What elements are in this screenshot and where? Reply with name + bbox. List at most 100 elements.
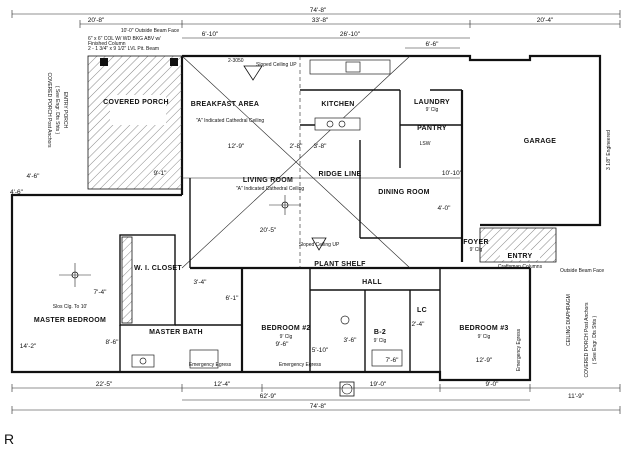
bedroom2-clg: 9' Clg bbox=[280, 334, 293, 340]
dim-3-8: 3'-8" bbox=[314, 143, 328, 150]
dim-20-5: 20'-5" bbox=[260, 227, 277, 234]
craftsman-columns: Craftsman Columns bbox=[498, 264, 543, 270]
laundry-label: LAUNDRY bbox=[414, 99, 450, 106]
bath2-clg: 9' Clg bbox=[374, 338, 387, 344]
dim-14-2: 14'-2" bbox=[20, 343, 37, 350]
covered-porch-label: COVERED PORCH bbox=[103, 99, 169, 106]
lsw-label: LSW bbox=[420, 141, 431, 147]
column-note-1: 6" x 6" COL W/ WD BKG ABV w/ bbox=[88, 36, 161, 42]
bedroom-wing: BEDROOM #2 9' Clg HALL LC B-2 9' Clg BED… bbox=[189, 268, 522, 372]
garage-label: GARAGE bbox=[524, 138, 557, 145]
dim-right-top: 20'-4" bbox=[537, 17, 554, 24]
kitchen-fixtures bbox=[309, 59, 391, 131]
right-side-notes: COVERED PORCH Post Anchors ( See Engr. D… bbox=[560, 268, 604, 378]
kitchen-label: KITCHEN bbox=[321, 101, 354, 108]
master-bedroom-label: MASTER BEDROOM bbox=[34, 317, 106, 324]
right-porch-note-2: ( See Engr. Dts Shts ) bbox=[592, 315, 598, 364]
overall-width-top: 74'-8" bbox=[310, 7, 327, 14]
bedroom2-label: BEDROOM #2 bbox=[261, 325, 310, 332]
dim-19-0: 19'-0" bbox=[370, 381, 387, 388]
entry-porch: ENTRY Craftsman Columns bbox=[479, 227, 557, 270]
entry-label: ENTRY bbox=[508, 253, 533, 260]
dim-3-6: 3'-6" bbox=[344, 337, 358, 344]
dim-5-10: 5'-10" bbox=[312, 347, 329, 354]
ridge-line-label: RIDGE LINE bbox=[318, 171, 361, 178]
dim-2-8: 2'-8" bbox=[290, 143, 304, 150]
outside-beam-note: 10'-0" Outside Beam Face bbox=[121, 28, 180, 34]
egress-note-3: Emergency Egress bbox=[516, 328, 522, 371]
foyer-label: FOYER bbox=[463, 239, 489, 246]
left-porch-note: COVERED PORCH Post Anchors bbox=[46, 72, 52, 148]
laundry-clg: 9' Clg bbox=[426, 107, 439, 113]
exterior-condenser-icon bbox=[339, 381, 355, 397]
plant-shelf-label: PLANT SHELF bbox=[314, 261, 366, 268]
breakfast-label: BREAKFAST AREA bbox=[191, 101, 260, 108]
bath2-label: B-2 bbox=[374, 329, 386, 336]
dim-9-1: 9'-1" bbox=[154, 170, 168, 177]
bottom-dimensions: 22'-5" 12'-4" 19'-0" 9'-0" 11'-9" 62'-9"… bbox=[10, 189, 621, 414]
dim-6-10: 6'-10" bbox=[202, 31, 219, 38]
dim-6-1: 6'-1" bbox=[226, 295, 240, 302]
dim-4-6: 4'-6" bbox=[27, 173, 41, 180]
dim-3-4: 3'-4" bbox=[194, 279, 208, 286]
dim-7-6: 7'-6" bbox=[386, 357, 400, 364]
egress-note-2: Emergency Egress bbox=[279, 362, 322, 368]
pantry-label: PANTRY bbox=[417, 125, 447, 132]
dim-2-4: 2'-4" bbox=[412, 321, 426, 328]
left-porch-note-2: ( See Engr. Dts Shts ) bbox=[54, 86, 60, 135]
dim-6-6: 6'-6" bbox=[426, 41, 440, 48]
ceiling-fan-icon bbox=[59, 263, 91, 287]
dim-8-6: 8'-6" bbox=[106, 339, 120, 346]
lc-label: LC bbox=[417, 307, 427, 314]
dim-7-4: 7'-4" bbox=[94, 289, 108, 296]
dim-22-5: 22'-5" bbox=[96, 381, 113, 388]
master-slope-note: Slos Clg. To 10' bbox=[53, 304, 88, 310]
exterior-walls bbox=[10, 54, 602, 382]
hall-label: HALL bbox=[362, 279, 382, 286]
room-labels-upper: BREAKFAST AREA "A" Indicated Cathedral C… bbox=[191, 99, 612, 268]
dim-mid-top: 33'-8" bbox=[312, 17, 329, 24]
left-porch-note-3: ENTRY PORCH bbox=[62, 92, 68, 129]
watermark: R bbox=[4, 431, 14, 447]
sloped-ceiling-center: Sloped Ceiling UP bbox=[299, 237, 340, 251]
dim-62-9: 62'-9" bbox=[260, 393, 277, 400]
dim-12-9: 12'-9" bbox=[228, 143, 245, 150]
ceiling-diagonals bbox=[181, 55, 460, 269]
dim-9-0: 9'-0" bbox=[486, 381, 500, 388]
master-bath-label: MASTER BATH bbox=[149, 329, 203, 336]
master-suite: W. I. CLOSET MASTER BEDROOM Slos Clg. To… bbox=[34, 234, 242, 372]
top-dimensions: 74'-8" 20'-8" 33'-8" 20'-4" 10'-0" Outsi… bbox=[11, 7, 621, 64]
window-2-3050: 2-3050 bbox=[228, 58, 244, 64]
breakfast-note: "A" Indicated Cathedral Ceiling bbox=[196, 118, 265, 124]
dim-12-9b: 12'-9" bbox=[476, 357, 493, 364]
living-note: "A" Indicated Cathedral Ceiling bbox=[236, 186, 305, 192]
covered-porch: COVERED PORCH bbox=[87, 55, 183, 190]
ceiling-fan-icon bbox=[269, 195, 301, 215]
column-note-2: Finished Column bbox=[88, 41, 126, 47]
bedroom3-clg: 9' Clg bbox=[478, 334, 491, 340]
dim-4-6-left: 4'-6" bbox=[10, 189, 24, 196]
sloped-ceiling-top-label: Sloped Ceiling UP bbox=[256, 62, 297, 68]
dim-left-top: 20'-8" bbox=[88, 17, 105, 24]
inner-dimensions: 12'-9" 2'-8" 3'-8" 9'-1" 4'-6" 20'-5" 10… bbox=[20, 143, 493, 364]
sloped-ceiling-top: Sloped Ceiling UP bbox=[243, 62, 297, 81]
dim-4-0: 4'-0" bbox=[438, 205, 452, 212]
dim-10-10: 10'-10" bbox=[442, 170, 463, 177]
dim-12-4: 12'-4" bbox=[214, 381, 231, 388]
column-note-3: 2 - 1 3/4" x 9 1/2" LVL Pit. Beam bbox=[88, 46, 159, 52]
left-side-notes: COVERED PORCH Post Anchors ( See Engr. D… bbox=[46, 72, 68, 148]
dim-9-6: 9'-6" bbox=[276, 341, 290, 348]
dim-11-9: 11'-9" bbox=[568, 393, 585, 400]
egress-note-1: Emergency Egress bbox=[189, 362, 232, 368]
dining-room-label: DINING ROOM bbox=[378, 189, 430, 196]
dim-26-10: 26'-10" bbox=[340, 31, 361, 38]
wi-closet-label: W. I. CLOSET bbox=[134, 265, 182, 272]
garage-side-note: 3 1/8" Engineered bbox=[606, 130, 612, 170]
bedroom3-label: BEDROOM #3 bbox=[459, 325, 508, 332]
sloped-ceiling-center-label: Sloped Ceiling UP bbox=[299, 242, 340, 248]
overall-width-bottom: 74'-8" bbox=[310, 403, 327, 410]
outside-beam-face-note: Outside Beam Face bbox=[560, 268, 604, 274]
living-room-label: LIVING ROOM bbox=[243, 177, 293, 184]
right-porch-note: COVERED PORCH Post Anchors bbox=[584, 302, 590, 378]
